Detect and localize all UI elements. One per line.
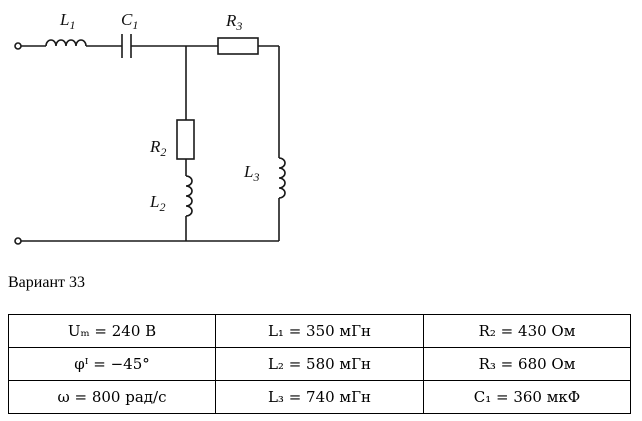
label-c1: C1 [121, 10, 138, 32]
param-cell: L₁ = 350 мГн [215, 314, 424, 348]
resistor-r3 [217, 37, 259, 55]
inductor-l1 [45, 39, 87, 47]
table-row: Uₘ = 240 B L₁ = 350 мГн R₂ = 430 Ом [8, 314, 631, 348]
param-cell: ω = 800 рад/c [8, 380, 216, 414]
label-r3: R3 [225, 11, 242, 33]
param-cell: φᴵ = −45° [8, 347, 216, 381]
label-l2: L2 [149, 192, 165, 214]
inductor-l3 [278, 157, 286, 199]
param-cell: L₃ = 740 мГн [215, 380, 424, 414]
param-cell: Uₘ = 240 B [8, 314, 216, 348]
param-cell: R₃ = 680 Ом [423, 347, 631, 381]
inductor-l2 [185, 175, 193, 217]
label-r2: R2 [149, 137, 166, 159]
circuit-diagram: L1 C1 R3 R2 L2 L3 [14, 10, 286, 245]
table-row: φᴵ = −45° L₂ = 580 мГн R₃ = 680 Ом [8, 347, 631, 381]
variant-title: Вариант 33 [8, 274, 85, 291]
param-cell: R₂ = 430 Ом [423, 314, 631, 348]
input-terminal-bottom [14, 237, 22, 245]
param-cell: L₂ = 580 мГн [215, 347, 424, 381]
parameters-table: Uₘ = 240 B L₁ = 350 мГн R₂ = 430 Ом φᴵ =… [8, 314, 631, 414]
capacitor-c1 [121, 34, 132, 58]
label-l1: L1 [59, 10, 75, 32]
resistor-r2 [176, 119, 195, 160]
label-l3: L3 [243, 162, 259, 184]
input-terminal-top [14, 42, 22, 50]
table-row: ω = 800 рад/c L₃ = 740 мГн C₁ = 360 мкФ [8, 380, 631, 414]
param-cell: C₁ = 360 мкФ [423, 380, 631, 414]
